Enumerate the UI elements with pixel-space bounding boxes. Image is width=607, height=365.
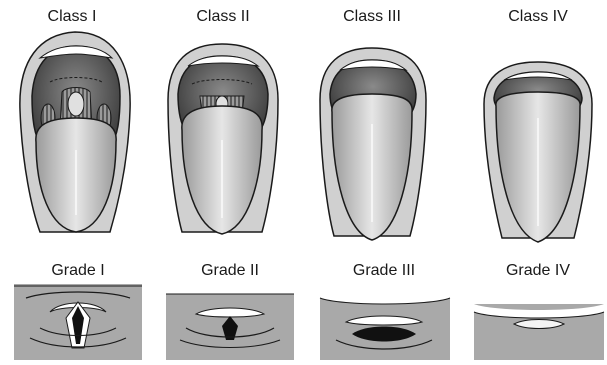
class-3-mouth	[320, 48, 426, 240]
class-2-mouth	[168, 44, 278, 234]
class-4-mouth	[484, 62, 592, 242]
grade-2-larynx	[166, 294, 294, 360]
grade-3-larynx	[320, 298, 450, 360]
grade-4-larynx	[474, 304, 604, 360]
class-1-mouth	[20, 32, 130, 232]
grade-1-larynx	[14, 284, 142, 360]
